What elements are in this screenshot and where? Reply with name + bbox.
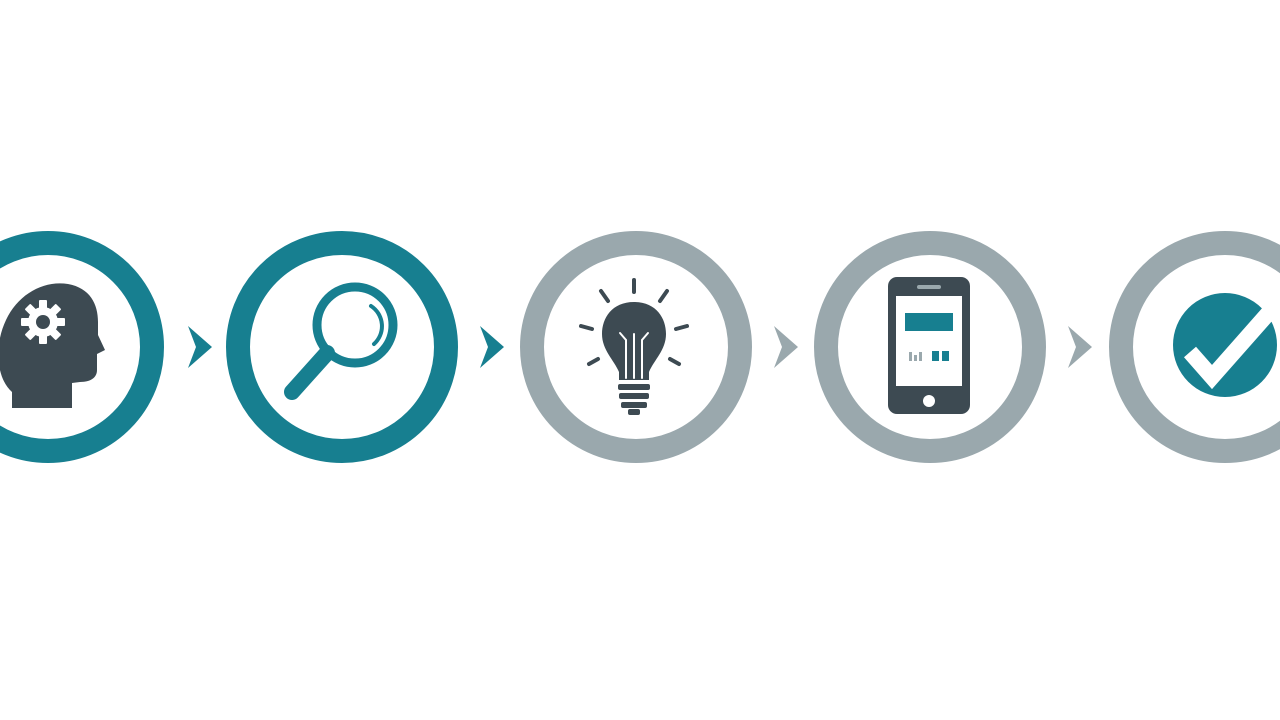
arrow-4: [1068, 326, 1092, 368]
arrow-1: [188, 326, 212, 368]
step-4-ring: [814, 231, 1046, 463]
step-5-ring: [1109, 231, 1280, 463]
step-5: [1109, 231, 1280, 463]
step-1: [0, 231, 164, 463]
magnifier-icon: [284, 282, 398, 400]
step-4: [814, 231, 1046, 463]
checkmark-icon: [1173, 293, 1278, 397]
arrow-3: [774, 326, 798, 368]
arrow-2: [480, 326, 504, 368]
step-3: [520, 231, 752, 463]
smartphone-icon: [888, 277, 970, 414]
head-gear-icon: [0, 283, 105, 408]
lightbulb-icon: [579, 278, 689, 415]
step-2-ring: [226, 231, 458, 463]
step-2: [226, 231, 458, 463]
step-3-ring: [520, 231, 752, 463]
step-1-ring: [0, 231, 164, 463]
